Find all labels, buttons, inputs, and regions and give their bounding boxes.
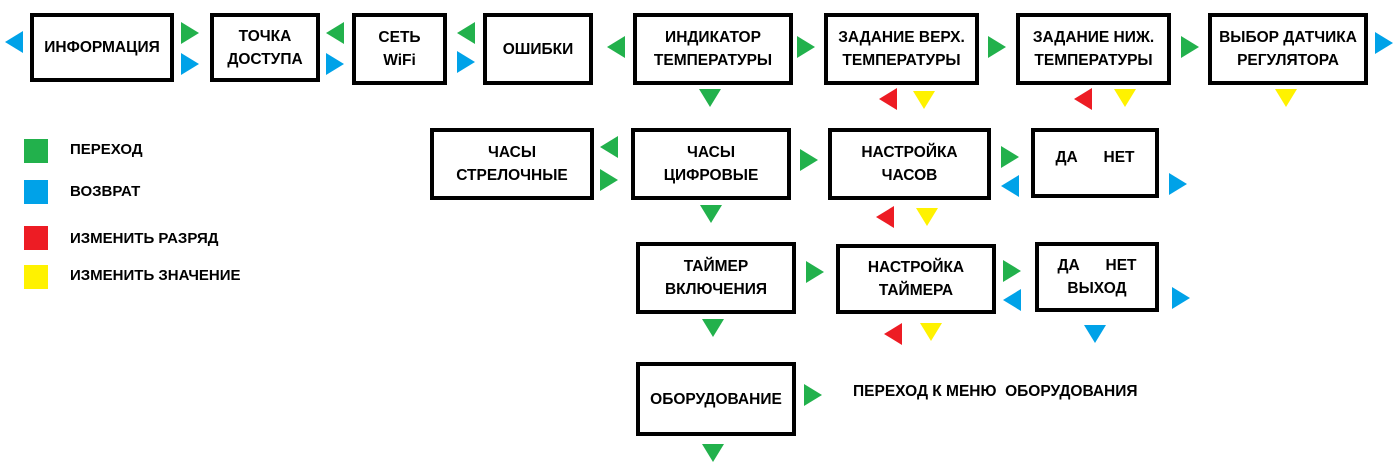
box-lower-temp-line: ТЕМПЕРАТУРЫ — [1034, 52, 1153, 69]
box-timer-setup-line: НАСТРОЙКА — [867, 259, 965, 276]
box-upper-temp: ЗАДАНИЕ ВЕРХ. ТЕМПЕРАТУРЫ — [824, 13, 979, 85]
legend-swatch-red — [24, 226, 48, 250]
box-on-timer-line: ВКЛЮЧЕНИЯ — [664, 281, 767, 298]
box-timer-yes-no: ДА НЕТ ВЫХОД — [1035, 242, 1159, 312]
blue-right-arrow-icon — [1169, 173, 1187, 195]
box-errors: ОШИБКИ — [483, 13, 593, 85]
red-left-arrow-icon — [1074, 88, 1092, 110]
green-right-arrow-icon — [600, 169, 618, 191]
box-digital-clock-line: ЧАСЫ — [686, 144, 736, 161]
yellow-down-arrow-icon — [913, 91, 935, 109]
blue-right-arrow-icon — [1172, 287, 1190, 309]
green-down-arrow-icon — [700, 205, 722, 223]
box-sensor-select-line: РЕГУЛЯТОРА — [1237, 52, 1339, 69]
box-lower-temp: ЗАДАНИЕ НИЖ. ТЕМПЕРАТУРЫ — [1016, 13, 1171, 85]
box-clock-setup-line: НАСТРОЙКА — [861, 144, 958, 161]
green-left-arrow-icon — [326, 22, 344, 44]
box-clock-setup-line: ЧАСОВ — [881, 167, 938, 184]
blue-right-arrow-icon — [457, 51, 475, 73]
green-right-arrow-icon — [988, 36, 1006, 58]
red-left-arrow-icon — [884, 323, 902, 345]
green-down-arrow-icon — [702, 319, 724, 337]
box-timer-setup: НАСТРОЙКА ТАЙМЕРА — [836, 244, 996, 314]
legend-label-change-digit: ИЗМЕНИТЬ РАЗРЯД — [70, 230, 219, 247]
red-left-arrow-icon — [876, 206, 894, 228]
green-right-arrow-icon — [800, 149, 818, 171]
box-clock-yes-no-line: ДА НЕТ — [1055, 149, 1135, 166]
green-right-arrow-icon — [1003, 260, 1021, 282]
green-right-arrow-icon — [1001, 146, 1019, 168]
box-timer-setup-line: ТАЙМЕРА — [878, 282, 954, 299]
yellow-down-arrow-icon — [1114, 89, 1136, 107]
box-upper-temp-line: ЗАДАНИЕ ВЕРХ. — [838, 29, 965, 46]
box-equipment: ОБОРУДОВАНИЕ — [636, 362, 796, 436]
legend-swatch-green — [24, 139, 48, 163]
box-digital-clock: ЧАСЫ ЦИФРОВЫЕ — [631, 128, 791, 200]
box-timer-yes-no-line: ВЫХОД — [1067, 280, 1127, 297]
legend-label-change-value: ИЗМЕНИТЬ ЗНАЧЕНИЕ — [70, 267, 241, 284]
legend-swatch-yellow — [24, 265, 48, 289]
green-right-arrow-icon — [797, 36, 815, 58]
box-access-point: ТОЧКА ДОСТУПА — [210, 13, 320, 82]
box-sensor-select: ВЫБОР ДАТЧИКА РЕГУЛЯТОРА — [1208, 13, 1368, 85]
blue-left-arrow-icon — [1001, 175, 1019, 197]
blue-left-arrow-icon — [5, 31, 23, 53]
green-left-arrow-icon — [600, 136, 618, 158]
blue-left-arrow-icon — [1003, 289, 1021, 311]
green-left-arrow-icon — [607, 36, 625, 58]
box-wifi-line: СЕТЬ — [378, 29, 421, 46]
green-right-arrow-icon — [806, 261, 824, 283]
box-sensor-select-line: ВЫБОР ДАТЧИКА — [1219, 29, 1357, 46]
box-digital-clock-line: ЦИФРОВЫЕ — [663, 167, 759, 184]
box-wifi-line: WiFi — [383, 52, 416, 69]
box-info: ИНФОРМАЦИЯ — [30, 13, 174, 82]
green-right-arrow-icon — [181, 22, 199, 44]
box-temp-indicator-line: ИНДИКАТОР — [665, 29, 761, 46]
blue-right-arrow-icon — [326, 53, 344, 75]
green-down-arrow-icon — [702, 444, 724, 462]
box-clock-yes-no: ДА НЕТ — [1031, 128, 1159, 198]
box-access-point-line: ДОСТУПА — [227, 50, 303, 68]
green-right-arrow-icon — [804, 384, 822, 406]
box-access-point-line: ТОЧКА — [238, 27, 292, 45]
equipment-menu-note: ПЕРЕХОД К МЕНЮ ОБОРУДОВАНИЯ — [853, 383, 1138, 400]
box-equipment-line: ОБОРУДОВАНИЕ — [650, 390, 782, 408]
box-on-timer: ТАЙМЕР ВКЛЮЧЕНИЯ — [636, 242, 796, 314]
blue-right-arrow-icon — [181, 53, 199, 75]
box-info-line: ИНФОРМАЦИЯ — [44, 39, 160, 56]
yellow-down-arrow-icon — [916, 208, 938, 226]
blue-down-arrow-icon — [1084, 325, 1106, 343]
red-left-arrow-icon — [879, 88, 897, 110]
box-analog-clock: ЧАСЫ СТРЕЛОЧНЫЕ — [430, 128, 594, 200]
box-analog-clock-line: СТРЕЛОЧНЫЕ — [456, 167, 568, 184]
green-down-arrow-icon — [699, 89, 721, 107]
box-lower-temp-line: ЗАДАНИЕ НИЖ. — [1032, 29, 1155, 46]
green-right-arrow-icon — [1181, 36, 1199, 58]
box-analog-clock-line: ЧАСЫ — [487, 144, 537, 161]
box-errors-line: ОШИБКИ — [502, 40, 574, 58]
box-on-timer-line: ТАЙМЕР — [683, 258, 749, 275]
legend-label-return: ВОЗВРАТ — [70, 183, 141, 200]
blue-right-arrow-icon — [1375, 32, 1393, 54]
box-clock-setup: НАСТРОЙКА ЧАСОВ — [828, 128, 991, 200]
box-timer-yes-no-line: ДА НЕТ — [1057, 257, 1137, 274]
box-temp-indicator-line: ТЕМПЕРАТУРЫ — [653, 52, 773, 69]
box-temp-indicator: ИНДИКАТОР ТЕМПЕРАТУРЫ — [633, 13, 793, 85]
green-left-arrow-icon — [457, 22, 475, 44]
box-wifi: СЕТЬ WiFi — [352, 13, 447, 85]
box-upper-temp-line: ТЕМПЕРАТУРЫ — [842, 52, 961, 69]
legend-label-transition: ПЕРЕХОД — [70, 141, 143, 158]
yellow-down-arrow-icon — [920, 323, 942, 341]
yellow-down-arrow-icon — [1275, 89, 1297, 107]
legend-swatch-blue — [24, 180, 48, 204]
